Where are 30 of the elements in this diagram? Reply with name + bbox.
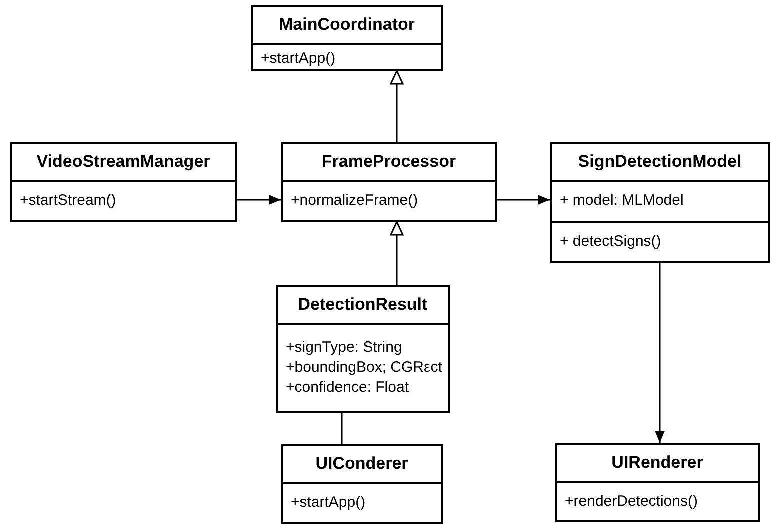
class-box [10,142,237,222]
inheritance-arrow [390,221,404,285]
class-name: UIConderer [316,453,408,476]
class-box [550,142,770,263]
class-member: +signType: String [286,338,404,358]
class-box [555,443,760,522]
class-member: + detectSigns() [560,232,662,252]
class-member: + model: MLModel [560,191,685,212]
class-name: SignDetectionModel [578,151,742,174]
class-name: FrameProcessor [322,151,456,174]
class-member: +confidence: Float [286,378,410,398]
class-box [276,285,450,413]
class-name: DetectionResult [298,294,428,316]
class-member: +normalizeFrame() [291,191,420,211]
class-member: +startApp() [261,49,337,69]
association-line [341,413,343,444]
class-name: MainCoordinator [279,14,415,36]
class-member: +startStream() [20,191,118,211]
class-box [281,142,497,222]
class-member: +renderDetections() [565,492,699,512]
class-name: VideoStreamManager [36,151,210,174]
class-member: +boundingBox; CGRεct [286,358,440,378]
class-member: +startApp() [291,493,367,513]
inheritance-arrow [390,70,404,142]
class-box [281,444,443,524]
class-box [251,5,443,71]
arrow [655,263,665,443]
class-name: UIRenderer [612,452,704,474]
arrow [497,195,550,205]
arrow [237,195,281,205]
